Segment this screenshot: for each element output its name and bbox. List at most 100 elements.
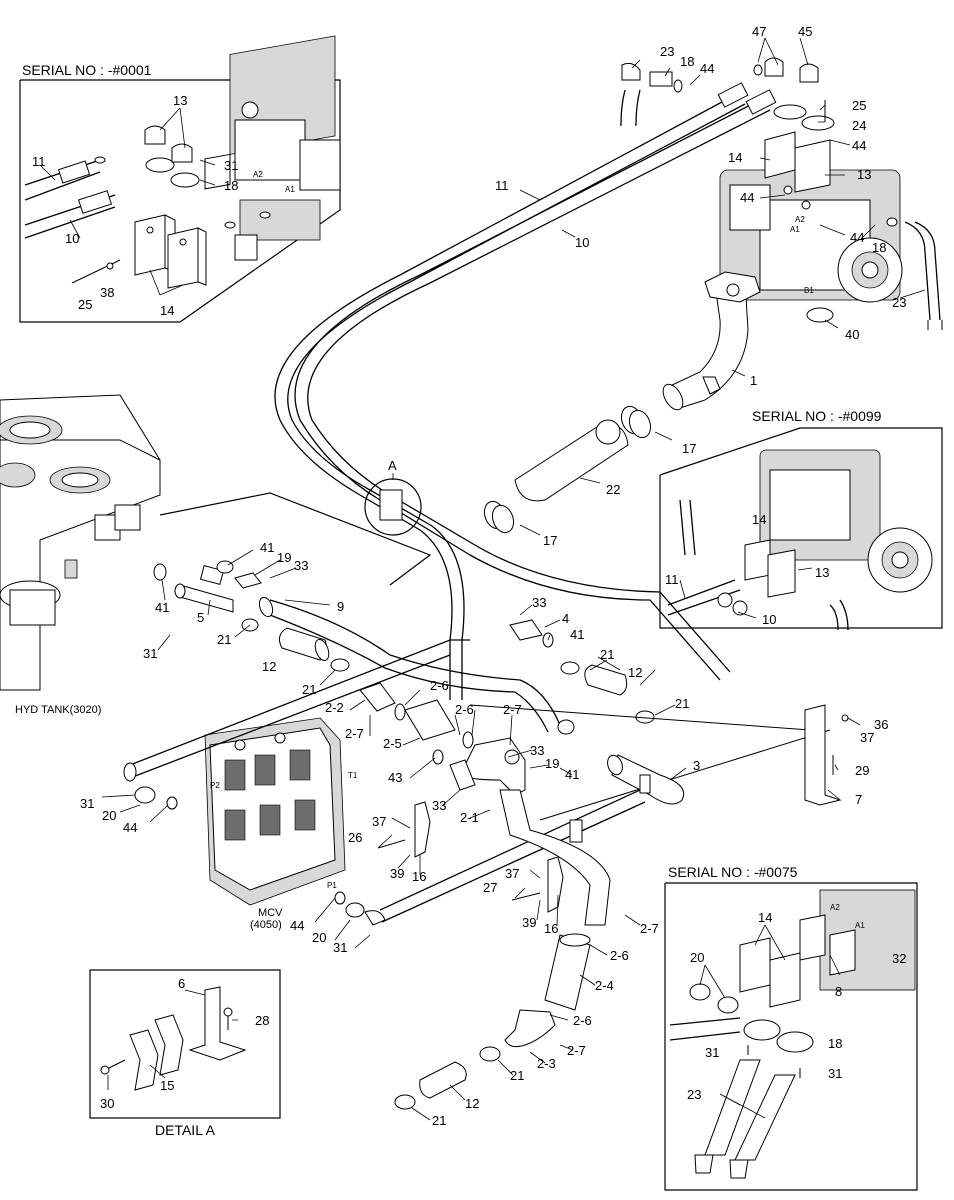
callout-19: 19 — [277, 550, 291, 565]
callout-31: 31 — [224, 158, 238, 173]
callout-16: 16 — [544, 921, 558, 936]
callout-2-6: 2-6 — [573, 1013, 592, 1028]
inset-serial-0099: SERIAL NO : -#0099 14 11 13 10 — [659, 408, 943, 631]
callout-12: 12 — [465, 1096, 479, 1111]
callout-18: 18 — [828, 1036, 842, 1051]
callout-25: 25 — [78, 297, 92, 312]
hyd-tank: HYD TANK(3020) — [0, 394, 161, 716]
callout-18: 18 — [872, 240, 886, 255]
inset-serial-0001: SERIAL NO : -#0001 — [19, 35, 341, 323]
callout-11: 11 — [32, 154, 46, 169]
callout-33: 33 — [530, 743, 544, 758]
leader-lines — [101, 37, 926, 1121]
callout-13: 13 — [173, 93, 187, 108]
callout-17: 17 — [682, 441, 696, 456]
callout-37: 37 — [860, 730, 874, 745]
callout-31: 31 — [80, 796, 94, 811]
callout-44: 44 — [852, 138, 866, 153]
pump-drawing — [229, 35, 341, 241]
callout-5: 5 — [197, 610, 204, 625]
callout-7: 7 — [855, 792, 862, 807]
callout-45: 45 — [798, 24, 812, 39]
callout-2-5: 2-5 — [383, 736, 402, 751]
callout-33: 33 — [432, 798, 446, 813]
callout-12: 12 — [628, 665, 642, 680]
callout-37: 37 — [372, 814, 386, 829]
callout-25: 25 — [852, 98, 866, 113]
callout-2-7: 2-7 — [345, 726, 364, 741]
callout-44: 44 — [740, 190, 754, 205]
callout-20: 20 — [690, 950, 704, 965]
callout-2-2: 2-2 — [325, 700, 344, 715]
callout-18: 18 — [680, 54, 694, 69]
callout-37: 37 — [505, 866, 519, 881]
callout-30: 30 — [100, 1096, 114, 1111]
callout-17: 17 — [543, 533, 557, 548]
inset-detail-a: DETAIL A 6 28 15 30 — [89, 969, 281, 1138]
callout-44: 44 — [290, 918, 304, 933]
callout-29: 29 — [855, 763, 869, 778]
callout-44: 44 — [700, 61, 714, 76]
callout-39: 39 — [522, 915, 536, 930]
callout-33: 33 — [532, 595, 546, 610]
callout-22: 22 — [606, 482, 620, 497]
callout-2-6: 2-6 — [455, 702, 474, 717]
callout-20: 20 — [102, 808, 116, 823]
callout-13: 13 — [815, 565, 829, 580]
callout-1: 1 — [750, 373, 757, 388]
callout-16: 16 — [412, 869, 426, 884]
callout-2-4: 2-4 — [595, 978, 614, 993]
detail-a-marker: A — [364, 458, 422, 536]
callout-21: 21 — [302, 682, 316, 697]
inset-title: DETAIL A — [155, 1122, 216, 1138]
callout-21: 21 — [600, 647, 614, 662]
callout-15: 15 — [160, 1078, 174, 1093]
callout-14: 14 — [160, 303, 174, 318]
pipe-2-group — [359, 682, 611, 1099]
callout-28: 28 — [255, 1013, 269, 1028]
hoses-10-11 — [274, 82, 777, 700]
callout-39: 39 — [390, 866, 404, 881]
port-a2-label: A2 — [253, 170, 263, 179]
callout-19: 19 — [545, 756, 559, 771]
callout-2-1: 2-1 — [460, 810, 479, 825]
callout-41: 41 — [260, 540, 274, 555]
callout-43: 43 — [388, 770, 402, 785]
callout-labels: 23 18 44 47 45 25 24 44 13 14 44 44 18 2… — [80, 24, 906, 1128]
block-14 — [134, 214, 207, 289]
callout-9: 9 — [337, 599, 344, 614]
callout-41: 41 — [570, 627, 584, 642]
mcv-valve: P2 P1 T1 MCV (4050) — [204, 717, 358, 931]
port-t1: T1 — [348, 771, 358, 780]
callout-2-7: 2-7 — [503, 702, 522, 717]
callout-3: 3 — [693, 758, 700, 773]
inset-serial-0075: SERIAL NO : -#0075 A2 A1 14 20 32 8 31 1… — [664, 864, 918, 1191]
callout-10: 10 — [65, 231, 79, 246]
callout-32: 32 — [892, 951, 906, 966]
callout-40: 40 — [845, 327, 859, 342]
callout-2-6: 2-6 — [610, 948, 629, 963]
inset-title: SERIAL NO : -#0075 — [668, 864, 798, 880]
callout-4: 4 — [562, 611, 569, 626]
callout-12: 12 — [262, 659, 276, 674]
callout-21: 21 — [432, 1113, 446, 1128]
main-pump: A2 A1 B1 — [620, 57, 943, 330]
port-a1: A1 — [790, 225, 800, 234]
port-a1: A1 — [855, 921, 865, 930]
callout-38: 38 — [100, 285, 114, 300]
callout-6: 6 — [178, 976, 185, 991]
pipe-12-upper — [278, 627, 330, 662]
callout-18: 18 — [224, 178, 238, 193]
callout-23: 23 — [892, 295, 906, 310]
callout-11: 11 — [495, 178, 509, 193]
detail-a-letter: A — [388, 458, 397, 473]
callout-33: 33 — [294, 558, 308, 573]
port-p1: P1 — [327, 881, 337, 890]
callout-23: 23 — [660, 44, 674, 59]
port-b1: B1 — [804, 286, 814, 295]
callout-2-7: 2-7 — [640, 921, 659, 936]
callout-41: 41 — [155, 600, 169, 615]
mcv-label-code: (4050) — [250, 919, 282, 931]
callout-13: 13 — [857, 167, 871, 182]
